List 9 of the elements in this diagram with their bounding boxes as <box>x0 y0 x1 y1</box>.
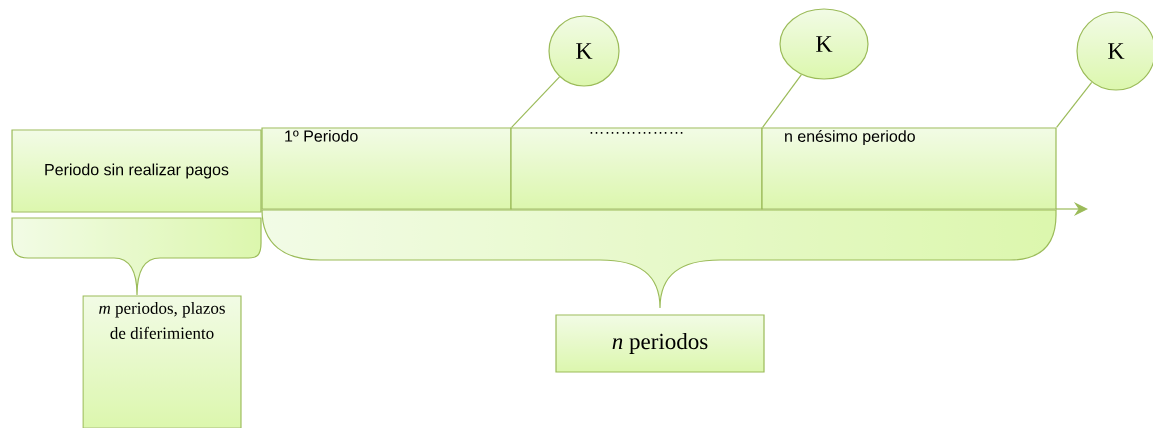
text-box: m periodos, plazos de diferimiento <box>82 295 242 428</box>
period-box: ……………… <box>510 127 763 210</box>
leader-line <box>511 76 561 128</box>
period-box: n enésimo periodo <box>761 127 1057 210</box>
period-box: 1º Periodo <box>261 127 512 210</box>
period-box: Periodo sin realizar pagos <box>11 129 262 213</box>
leader-line <box>1056 81 1093 128</box>
leader-line <box>762 74 802 128</box>
text-box: n periodos <box>555 314 765 373</box>
